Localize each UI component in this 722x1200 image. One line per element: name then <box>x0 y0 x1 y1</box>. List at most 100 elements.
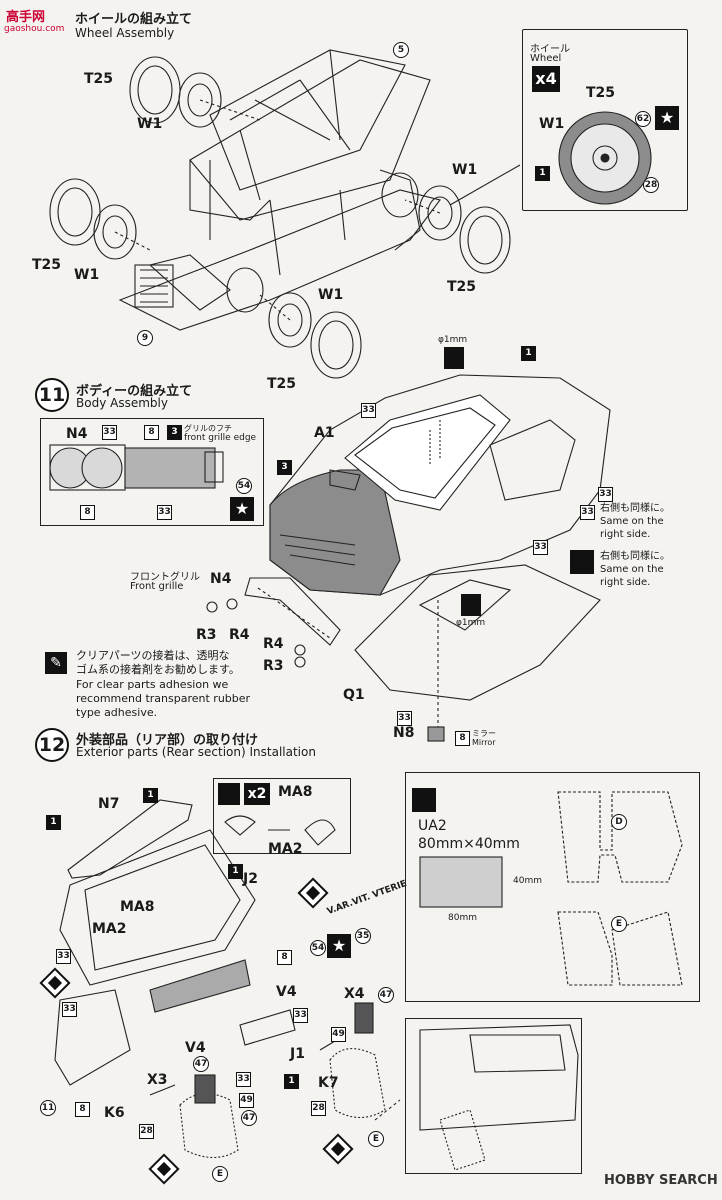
part-w1: W1 <box>137 116 163 132</box>
watermark-site-url: gaoshou.com <box>4 24 65 34</box>
part-1-j1: 1 <box>284 1074 299 1089</box>
part-r3: R3 <box>196 627 217 643</box>
part-ma2: MA2 <box>92 921 127 937</box>
drill-size-bottom: φ1mm <box>456 618 486 628</box>
front-grille-en: Front grille <box>130 581 184 592</box>
part-54-box: 54 <box>236 478 252 494</box>
step10-title-jp: ホイールの組み立て <box>75 12 193 27</box>
ua2-panel <box>405 772 700 1002</box>
part-49-right: 49 <box>331 1027 346 1042</box>
part-t25-front: T25 <box>267 376 297 392</box>
part-47-left: 47 <box>193 1056 209 1072</box>
part-49-left: 49 <box>239 1093 254 1108</box>
part-n4: N4 <box>210 571 232 587</box>
part-33-body: 33 <box>361 403 376 418</box>
ua2-label: UA2 <box>418 818 447 834</box>
callout-part-t25: T25 <box>586 85 616 101</box>
part-1-left: 1 <box>46 815 61 830</box>
wheels-drawing <box>49 56 511 379</box>
clear-note-jp-1: クリアパーツの接着は、透明な <box>76 649 230 662</box>
mirror-jp: ミラー <box>472 729 496 738</box>
part-t25-left: T25 <box>32 257 62 273</box>
part-5: 5 <box>393 42 409 58</box>
step10-title-en: Wheel Assembly <box>75 26 175 40</box>
part-w1-front: W1 <box>318 287 344 303</box>
grille-edge-en: front grille edge <box>184 433 257 443</box>
part-33-box-low: 33 <box>157 505 172 520</box>
watermark-site-cn: 高手网 <box>6 10 46 25</box>
bracket-qty: x2 <box>244 783 270 805</box>
part-3-body: 3 <box>277 460 292 475</box>
callout-part-1: 1 <box>535 166 550 181</box>
part-r4: R4 <box>229 627 250 643</box>
same-right-en-2b: right side. <box>600 577 651 588</box>
callout-part-w1: W1 <box>539 116 565 132</box>
part-a1: A1 <box>314 425 335 441</box>
part-e-left: E <box>212 1166 228 1182</box>
callout-part-28: 28 <box>643 177 659 193</box>
part-33-left-bottom: 33 <box>236 1072 251 1087</box>
ua2-icon <box>412 788 436 812</box>
mudflap-decal-icon <box>218 783 240 805</box>
watermark-brand: HOBBY SEARCH <box>604 1173 718 1188</box>
drill-size-top: φ1mm <box>438 335 468 345</box>
part-47-left-low: 47 <box>241 1110 257 1126</box>
part-33-side3: 33 <box>533 540 548 555</box>
part-k6: K6 <box>104 1105 125 1121</box>
part-35: 35 <box>355 928 371 944</box>
part-r3-right: R3 <box>263 658 284 674</box>
part-x4: X4 <box>344 986 365 1002</box>
part-v4-left: V4 <box>185 1040 206 1056</box>
part-8-box-low: 8 <box>80 505 95 520</box>
body-drawing <box>49 374 611 742</box>
star-icon-grille: ★ <box>230 497 254 521</box>
step11-title-jp: ボディーの組み立て <box>76 384 193 399</box>
bracket-part-ma8: MA8 <box>278 784 313 800</box>
part-k7: K7 <box>318 1075 339 1091</box>
mudflap-e-label: E <box>611 916 627 932</box>
part-3-box: 3 <box>167 425 182 440</box>
detail-inset-box <box>405 1018 582 1174</box>
part-v4-right: V4 <box>276 984 297 1000</box>
wheel-callout-box <box>522 29 688 211</box>
part-q1: Q1 <box>343 687 365 703</box>
clear-note-jp-2: ゴム系の接着剤をお勧めします。 <box>76 663 240 676</box>
part-47-right: 47 <box>378 987 394 1003</box>
star-icon-rear: ★ <box>327 934 351 958</box>
grille-edge-jp: グリルのフチ <box>184 424 232 433</box>
drill-icon-top <box>444 347 464 369</box>
part-33-mirror: 33 <box>397 711 412 726</box>
step11-title-en: Body Assembly <box>76 396 168 410</box>
part-33-hatch: 33 <box>56 949 71 964</box>
ua2-size: 80mm×40mm <box>418 836 520 852</box>
drill-icon-bottom <box>461 594 481 616</box>
part-33-box: 33 <box>102 425 117 440</box>
part-8-mirror: 8 <box>455 731 470 746</box>
part-r4-right: R4 <box>263 636 284 652</box>
part-j2: J2 <box>243 871 258 887</box>
part-1-spoiler: 1 <box>143 788 158 803</box>
step12-number: 12 <box>35 728 69 762</box>
part-33-side2: 33 <box>580 505 595 520</box>
callout-title-en: Wheel <box>530 53 562 64</box>
same-right-en-1b: right side. <box>600 529 651 540</box>
ua2-width: 80mm <box>448 913 477 923</box>
grille-detail-box <box>40 418 264 526</box>
clear-parts-icon: ✎ <box>45 652 67 674</box>
callout-wheel-drawing <box>449 111 652 206</box>
chassis-drawing <box>118 49 441 331</box>
part-9: 9 <box>137 330 153 346</box>
part-w1-left: W1 <box>74 267 100 283</box>
part-1-hatch: 1 <box>228 864 243 879</box>
part-54: 54 <box>310 940 326 956</box>
part-1-body: 1 <box>521 346 536 361</box>
step12-title-en: Exterior parts (Rear section) Installati… <box>76 745 316 759</box>
ua2-height: 40mm <box>513 876 542 886</box>
same-right-en-2a: Same on the <box>600 564 664 575</box>
part-33-low: 33 <box>62 1002 77 1017</box>
bracket-part-ma2: MA2 <box>268 841 303 857</box>
same-right-en-1a: Same on the <box>600 516 664 527</box>
star-icon-callout: ★ <box>655 106 679 130</box>
step12-title-jp: 外装部品（リア部）の取り付け <box>76 733 259 748</box>
